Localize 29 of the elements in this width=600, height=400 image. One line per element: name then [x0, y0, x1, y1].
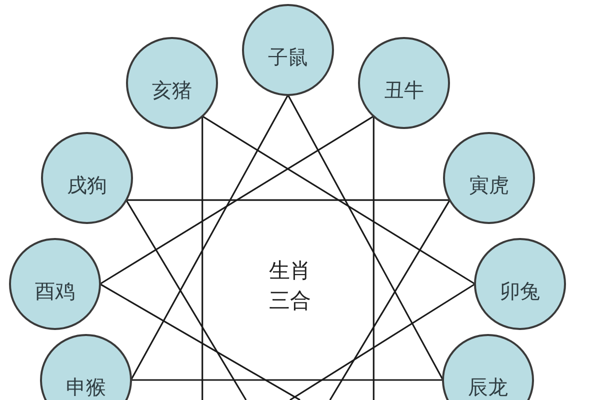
connector-line	[202, 116, 476, 285]
connector-line	[372, 116, 374, 400]
zodiac-circle	[474, 238, 566, 330]
connector-line	[131, 379, 443, 381]
zodiac-label: 子鼠	[268, 47, 308, 69]
zodiac-label: 亥猪	[152, 80, 192, 102]
connector-line	[100, 116, 374, 285]
connector-line	[290, 283, 476, 400]
connector-line	[100, 283, 300, 400]
zodiac-circle	[242, 4, 334, 96]
connector-line	[329, 200, 450, 400]
zodiac-label: 辰龙	[468, 377, 508, 399]
zodiac-label: 寅虎	[469, 175, 509, 197]
connector-line	[287, 94, 444, 380]
connector-line	[126, 200, 247, 400]
connector-line	[126, 199, 450, 201]
zodiac-circle	[443, 132, 535, 224]
zodiac-circle	[41, 132, 133, 224]
connector-line	[130, 94, 289, 380]
zodiac-circle	[358, 37, 450, 129]
connector-line	[202, 116, 204, 400]
zodiac-label: 申猴	[66, 377, 106, 399]
zodiac-label: 卯兔	[500, 281, 540, 303]
zodiac-circle	[126, 37, 218, 129]
zodiac-label: 戌狗	[67, 175, 107, 197]
zodiac-label: 酉鸡	[35, 281, 75, 303]
zodiac-label: 丑牛	[384, 80, 424, 102]
center-heading: 生肖三合	[268, 258, 312, 315]
zodiac-circle	[9, 238, 101, 330]
